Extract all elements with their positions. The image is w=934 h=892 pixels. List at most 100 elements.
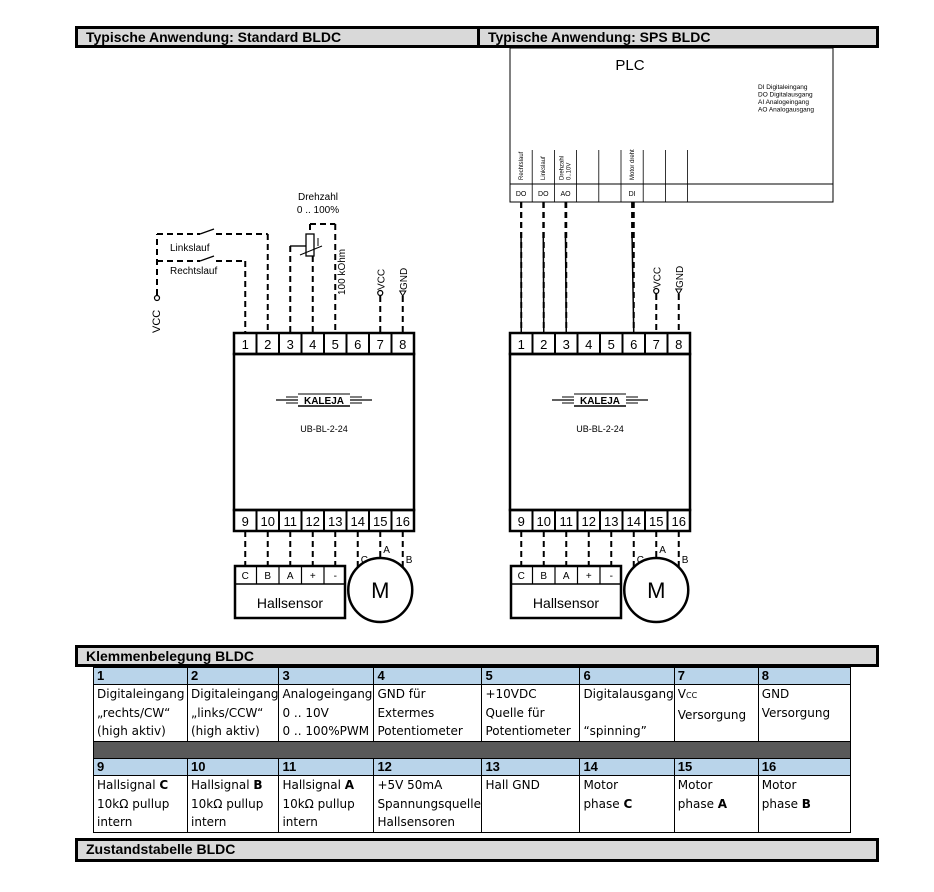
- left-pin-7: 7: [377, 337, 384, 352]
- plc-signal-label: Motor dreht: [630, 149, 636, 180]
- right-pin-5: 5: [608, 337, 615, 352]
- right-pin-15: 15: [649, 514, 663, 529]
- pin-number-cell: 11: [278, 758, 375, 776]
- left-pin-13: 13: [328, 514, 342, 529]
- left-hallsensor-pin-B: B: [264, 571, 271, 582]
- left-hallsensor-pin--: -: [334, 571, 337, 582]
- right-pin-1: 1: [518, 337, 525, 352]
- right-pin8-gnd-label: GND: [675, 266, 686, 288]
- table-separator: [93, 741, 851, 759]
- left-vcc-terminal: [153, 294, 161, 302]
- right-pin-8: 8: [675, 337, 682, 352]
- left-hallsensor-pin-+: +: [310, 571, 316, 582]
- left-pin-11: 11: [284, 514, 298, 529]
- left-pin-6: 6: [354, 337, 361, 352]
- header-sps-bldc: Typische Anwendung: SPS BLDC: [477, 26, 879, 48]
- left-pin-2: 2: [264, 337, 271, 352]
- header-standard-bldc: Typische Anwendung: Standard BLDC: [75, 26, 480, 48]
- left-motor-phase-A: A: [383, 545, 390, 556]
- left-hallsensor-pin-A: A: [287, 571, 294, 582]
- plc-signal-label: Rechtslauf: [519, 151, 525, 180]
- left-pin-3: 3: [287, 337, 294, 352]
- left-model-label: UB-BL-2-24: [300, 424, 348, 434]
- left-linkslauf-label: Linkslauf: [170, 243, 210, 254]
- pin-number-cell: 4: [373, 667, 483, 685]
- right-motor-phase-C: C: [637, 555, 644, 566]
- left-pot-value: 100 kOhm: [337, 249, 348, 295]
- right-hallsensor-label: Hallsensor: [533, 595, 599, 611]
- pin-number-cell: 9: [93, 758, 188, 776]
- pin-number-cell: 8: [757, 667, 851, 685]
- right-motor-phase-A: A: [659, 545, 666, 556]
- potentiometer-wiper: [299, 245, 323, 256]
- pin-number-cell: 10: [186, 758, 280, 776]
- plc-title: PLC: [615, 57, 644, 74]
- left-motor-phase-B: B: [406, 555, 413, 566]
- pin-number-cell: 14: [579, 758, 675, 776]
- left-pin7-vcc-label: VCC: [376, 269, 387, 290]
- left-speed-label: Drehzahl: [298, 192, 338, 203]
- potentiometer-icon: [305, 233, 315, 257]
- pin-number-cell: 12: [373, 758, 483, 776]
- left-pin-10: 10: [261, 514, 275, 529]
- right-model-label: UB-BL-2-24: [576, 424, 624, 434]
- header-terminal-table: Klemmenbelegung BLDC: [75, 645, 879, 667]
- left-pin-16: 16: [396, 514, 410, 529]
- right-motor-circle: [623, 556, 690, 624]
- left-pin7-vcc-terminal: [377, 289, 384, 297]
- right-pin-12: 12: [582, 514, 596, 529]
- left-pin-8: 8: [399, 337, 406, 352]
- right-pin7-vcc-terminal: [653, 287, 660, 295]
- left-rechtslauf-switch: [199, 255, 215, 262]
- plc-io-type-DO: DO: [538, 191, 549, 198]
- right-pin-3: 3: [563, 337, 570, 352]
- plc-io-type-AO: AO: [560, 191, 571, 198]
- right-hallsensor-pin-C: C: [518, 571, 525, 582]
- left-pin8-gnd-arrow: [398, 290, 407, 297]
- pin-number-cell: 15: [673, 758, 759, 776]
- pin-number-cell: 2: [186, 667, 280, 685]
- right-brand-logo: KALEJA: [580, 396, 620, 407]
- left-motor-label: M: [371, 578, 389, 603]
- right-pin-10: 10: [537, 514, 551, 529]
- right-pin-7: 7: [653, 337, 660, 352]
- pin-number-cell: 1: [93, 667, 188, 685]
- right-pin7-vcc-label: VCC: [652, 267, 663, 288]
- table-row-desc-1-8: Digitaleingang„rechts/CW“(high aktiv)Dig…: [93, 684, 851, 742]
- left-vcc-label: VCC: [151, 310, 163, 333]
- pin-number-cell: 5: [481, 667, 581, 685]
- left-pin8-gnd-label: GND: [399, 268, 410, 290]
- pin-description-cell: Digitaleingang„links/CCW“(high aktiv): [186, 684, 280, 742]
- pin-number-cell: 16: [757, 758, 851, 776]
- right-hallsensor-pin-A: A: [563, 571, 570, 582]
- right-pin-16: 16: [672, 514, 686, 529]
- right-hallsensor-pin-B: B: [540, 571, 547, 582]
- right-pin-6: 6: [630, 337, 637, 352]
- right-motor-phase-B: B: [682, 555, 689, 566]
- right-pin-2: 2: [540, 337, 547, 352]
- pin-number-cell: 6: [579, 667, 675, 685]
- plc-signal-label: Linkslauf: [541, 156, 547, 180]
- right-pin-13: 13: [604, 514, 618, 529]
- left-motor-circle: [347, 556, 414, 624]
- plc-legend-item: AO Analogausgang: [758, 107, 814, 114]
- left-motor-phase-C: C: [361, 555, 368, 566]
- plc-signal-label: Drehzahl: [559, 156, 565, 180]
- pin-description-cell: Digitalausgang“spinning”: [579, 684, 675, 742]
- pin-number-cell: 13: [481, 758, 581, 776]
- pin-description-cell: Hall GND: [481, 775, 581, 833]
